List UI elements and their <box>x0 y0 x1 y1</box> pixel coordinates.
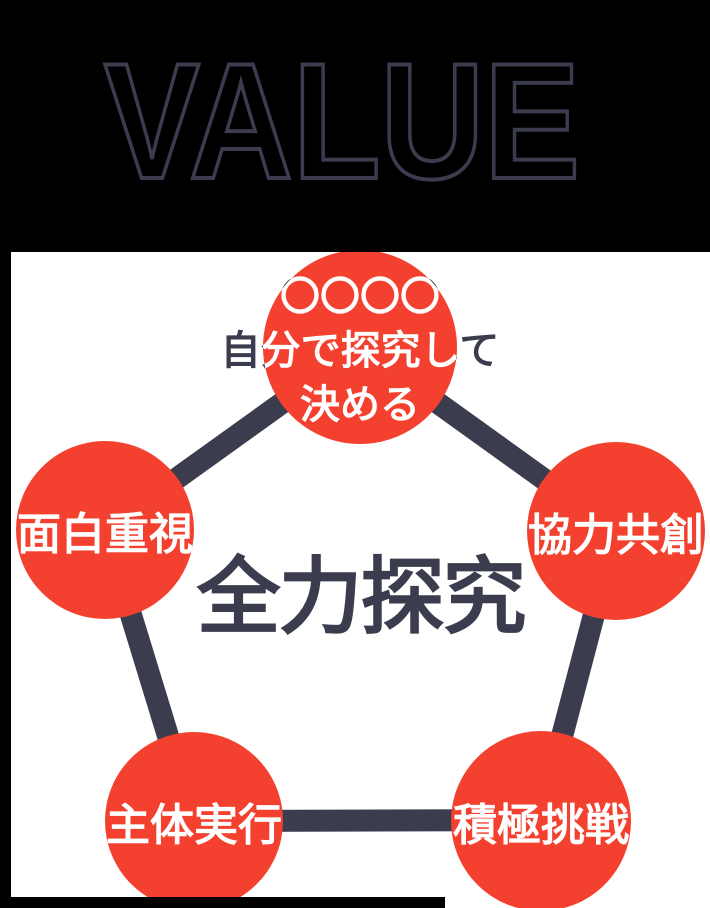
node-bottom-right-label: 積極挑戦 <box>453 800 629 851</box>
top-node-line3: 決める <box>300 382 420 428</box>
top-node-line2: 自分で探究して <box>263 328 457 374</box>
value-heading-text: VALUE <box>104 29 580 213</box>
node-top-circle: 〇〇〇〇 自分で探究して 決める <box>263 252 457 444</box>
node-bottom-right-circle: 積極挑戦 <box>451 731 631 908</box>
node-right-circle: 協力共創 <box>527 442 705 620</box>
value-heading-graphic: VALUE <box>102 27 582 215</box>
node-right-label: 協力共創 <box>528 510 704 561</box>
value-heading: VALUE <box>0 0 710 230</box>
bottom-notch <box>0 897 445 908</box>
node-bottom-left-circle: 主体実行 <box>105 732 283 908</box>
node-bottom-left-label: 主体実行 <box>106 800 282 851</box>
top-node-label: 〇〇〇〇 自分で探究して 決める <box>263 270 457 432</box>
node-left-circle: 面白重視 <box>16 441 194 619</box>
node-left-label: 面白重視 <box>17 509 193 560</box>
diagram-panel: 〇〇〇〇 自分で探究して 決める 〇〇〇〇 自分で探究して 決める 面白重視 協… <box>11 252 710 908</box>
top-node-line1: 〇〇〇〇 <box>280 274 440 320</box>
center-label: 全力探究 <box>196 548 526 646</box>
